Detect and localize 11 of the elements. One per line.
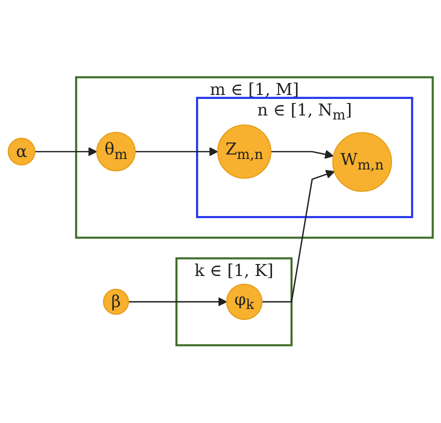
arrow — [270, 150, 334, 160]
arrow — [34, 147, 98, 156]
node-circle: Z$_{m,n}$ — [217, 124, 272, 179]
node-circle: θ$_{m}$ — [96, 132, 136, 172]
node-circle: β — [102, 289, 129, 316]
node-circle: φ$_{k}$ — [226, 284, 262, 320]
arrow — [262, 170, 335, 303]
arrow — [128, 298, 228, 307]
node-circle: W$_{m,n}$ — [332, 132, 392, 192]
arrow — [135, 147, 218, 156]
node-circle: α — [8, 138, 36, 166]
